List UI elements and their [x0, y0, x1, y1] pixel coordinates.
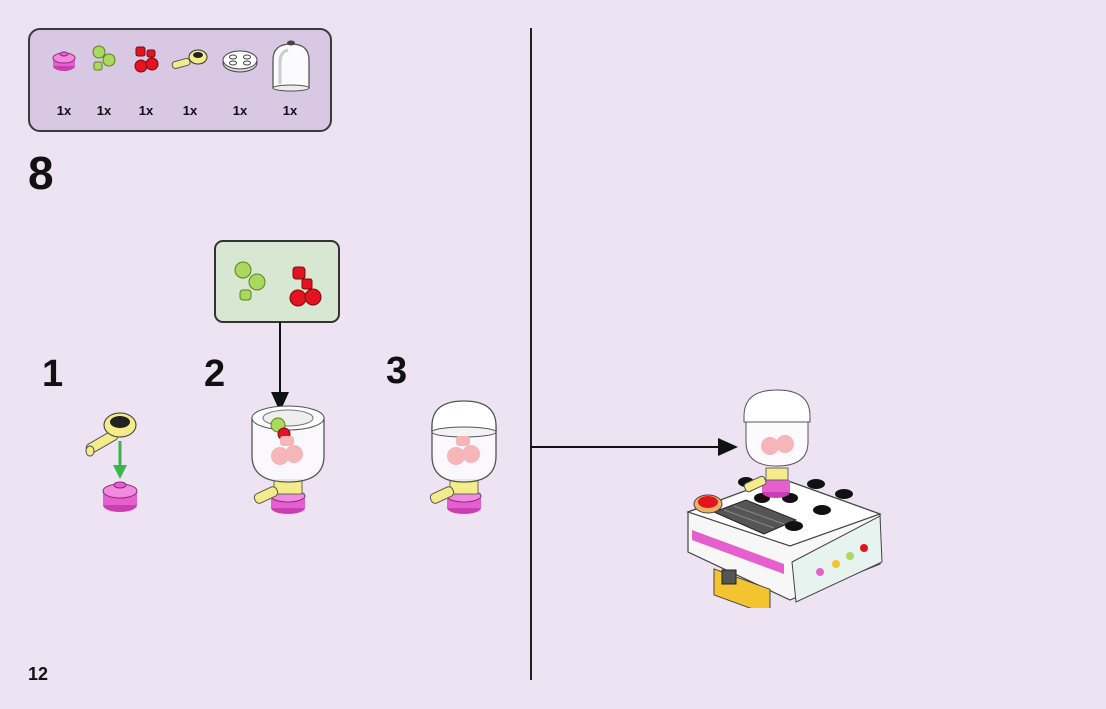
assembled-model-illustration	[686, 389, 883, 608]
substep-3-number: 3	[386, 350, 408, 392]
substep-3-illustration	[429, 400, 497, 514]
substep-2-number: 2	[204, 353, 226, 395]
sub-assembly-callout	[214, 240, 340, 323]
lime-fruit-icon	[92, 45, 116, 71]
pink-round-plate-icon	[52, 51, 76, 71]
part-lime-fruit: 1x	[82, 44, 126, 124]
substep-1-illustration	[85, 412, 138, 512]
part-yellow-handle: 1x	[168, 44, 212, 124]
part-transparent-dome: 1x	[268, 38, 312, 124]
white-round-plate-icon	[222, 50, 258, 73]
fruit-pieces-icon	[234, 261, 322, 307]
part-qty: 1x	[232, 103, 248, 118]
down-arrow-icon	[271, 322, 289, 412]
substep-2-illustration	[251, 405, 325, 514]
part-pink-round-plate: 1x	[42, 44, 86, 124]
part-qty: 1x	[282, 103, 298, 118]
part-red-cherry: 1x	[124, 44, 168, 124]
parts-list-box: 1x 1x 1x 1x	[28, 28, 332, 132]
red-cherry-icon	[134, 46, 159, 73]
part-qty: 1x	[56, 103, 72, 118]
part-qty: 1x	[138, 103, 154, 118]
step-number: 8	[28, 147, 54, 199]
yellow-handle-icon	[171, 49, 208, 70]
page-number: 12	[28, 664, 49, 684]
substep-1-number: 1	[42, 353, 64, 395]
right-arrow-icon	[530, 438, 738, 456]
part-white-round-plate: 1x	[218, 44, 262, 124]
transparent-dome-icon	[272, 40, 310, 92]
part-qty: 1x	[182, 103, 198, 118]
page-divider	[530, 28, 532, 680]
part-qty: 1x	[96, 103, 112, 118]
